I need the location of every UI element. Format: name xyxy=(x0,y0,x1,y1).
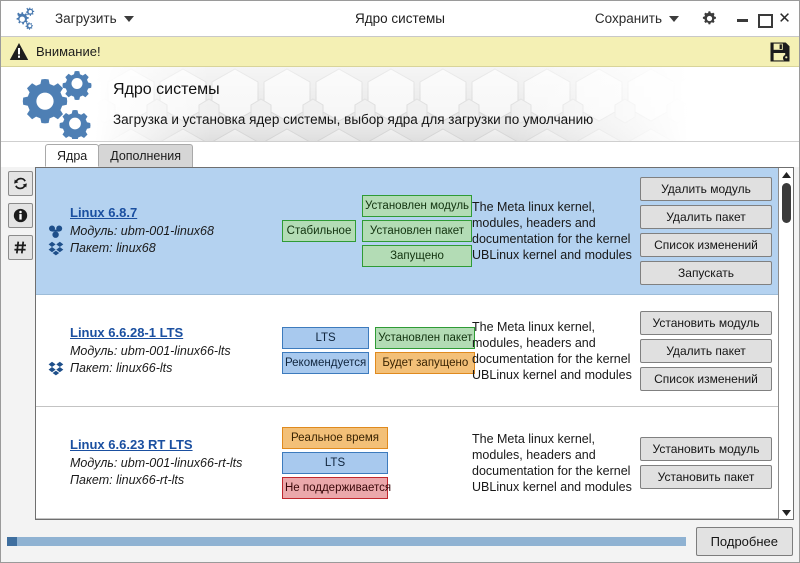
table-row[interactable]: Linux 6.6.23 RT LTS Модуль: ubm-001-linu… xyxy=(36,407,778,519)
status-badge: Установлен модуль xyxy=(362,195,472,217)
kernel-actions: Установить модуль Установить пакет xyxy=(640,416,772,509)
status-badges: LTS Рекомендуется Установлен пакет Будет… xyxy=(282,304,476,397)
kernel-module-line: Модуль: ubm-001-linux66-rt-lts xyxy=(70,455,282,472)
remove-package-button[interactable]: Удалить пакет xyxy=(640,205,772,229)
kernel-module-text: Модуль: ubm-001-linux66-rt-lts xyxy=(70,455,243,470)
kernel-description: The Meta linux kernel, modules, headers … xyxy=(472,431,632,494)
load-menu-label: Загрузить xyxy=(55,11,117,26)
info-icon[interactable] xyxy=(7,203,33,228)
kernel-package-text: Пакет: linux66-lts xyxy=(70,360,173,375)
kernel-name-link[interactable]: Linux 6.8.7 xyxy=(70,205,138,220)
minimize-icon[interactable] xyxy=(736,12,749,25)
side-toolbar xyxy=(5,167,35,520)
install-module-button[interactable]: Установить модуль xyxy=(640,436,772,461)
refresh-icon[interactable] xyxy=(7,171,33,196)
main-body: Linux 6.8.7 xyxy=(1,167,799,520)
status-badge: Стабильное xyxy=(282,220,356,242)
kernel-info: Linux 6.6.23 RT LTS Модуль: ubm-001-linu… xyxy=(44,416,282,509)
progress-bar xyxy=(7,536,686,546)
footer-bar: Подробнее xyxy=(1,520,799,562)
scroll-down-arrow-icon[interactable] xyxy=(779,506,793,519)
status-badge: LTS xyxy=(282,327,370,349)
floppy-save-icon[interactable] xyxy=(769,41,791,63)
status-badge: Рекомендуется xyxy=(282,352,370,374)
status-badge: Будет запущено xyxy=(375,352,476,374)
kernel-actions: Удалить модуль Удалить пакет Список изме… xyxy=(640,177,772,285)
save-menu-label: Сохранить xyxy=(594,11,662,26)
status-badge: Реальное время xyxy=(282,426,388,449)
banner-fade-right xyxy=(509,67,799,141)
chevron-down-icon xyxy=(123,15,134,22)
close-icon[interactable]: ✕ xyxy=(778,9,791,27)
gears-icon xyxy=(15,69,103,141)
kernel-package-text: Пакет: linux66-rt-lts xyxy=(70,472,185,487)
gear-icon[interactable] xyxy=(701,10,718,27)
maximize-icon[interactable] xyxy=(757,12,773,28)
status-badges: Стабильное Установлен модуль Установлен … xyxy=(282,177,472,285)
changelog-button[interactable]: Список изменений xyxy=(640,366,772,391)
details-button[interactable]: Подробнее xyxy=(695,526,793,556)
status-badge: Не поддерживается xyxy=(282,476,391,499)
kernel-module-line: Модуль: ubm-001-linux66-lts xyxy=(70,343,282,360)
gears-icon xyxy=(9,7,35,31)
scroll-thumb[interactable] xyxy=(782,183,791,223)
kernel-actions: Установить модуль Удалить пакет Список и… xyxy=(640,304,772,397)
kernel-info: Linux 6.6.28-1 LTS Модуль: ubm-001-linux… xyxy=(44,304,282,397)
remove-package-button[interactable]: Удалить пакет xyxy=(640,338,772,363)
scroll-up-arrow-icon[interactable] xyxy=(779,168,793,181)
header-banner: Ядро системы Загрузка и установка ядер с… xyxy=(1,67,799,142)
banner-subtitle: Загрузка и установка ядер системы, выбор… xyxy=(113,112,594,127)
status-badge: LTS xyxy=(282,451,388,474)
kernel-module-line: Модуль: ubm-001-linux68 xyxy=(49,223,282,240)
progress-track xyxy=(7,536,686,546)
tab-extras[interactable]: Дополнения xyxy=(98,144,194,167)
banner-title: Ядро системы xyxy=(113,81,220,98)
kernel-name-link[interactable]: Linux 6.6.23 RT LTS xyxy=(70,436,193,452)
install-module-button[interactable]: Установить модуль xyxy=(640,310,772,335)
save-menu-button[interactable]: Сохранить xyxy=(589,8,685,29)
title-bar: Загрузить Ядро системы Сохранить ✕ xyxy=(1,1,799,37)
warning-triangle-icon xyxy=(9,42,29,61)
kernel-package-line: Пакет: linux66-lts xyxy=(48,360,282,377)
kernel-package-line: Пакет: linux66-rt-lts xyxy=(70,472,282,489)
install-package-button[interactable]: Установить пакет xyxy=(640,464,772,489)
kernel-module-text: Модуль: ubm-001-linux66-lts xyxy=(70,343,231,358)
kernel-package-line: Пакет: linux68 xyxy=(48,240,282,257)
module-icon xyxy=(48,224,64,239)
remove-module-button[interactable]: Удалить модуль xyxy=(640,177,772,201)
status-badge: Запущено xyxy=(362,245,472,267)
tab-kernels[interactable]: Ядра xyxy=(45,144,100,167)
kernel-name-link[interactable]: Linux 6.6.28-1 LTS xyxy=(70,324,184,340)
status-badges: Реальное время LTS Не поддерживается xyxy=(282,416,472,509)
kernel-description: The Meta linux kernel, modules, headers … xyxy=(472,200,632,262)
chevron-down-icon xyxy=(669,15,679,22)
load-menu-button[interactable]: Загрузить xyxy=(49,8,140,29)
hash-icon[interactable] xyxy=(7,235,33,260)
package-icon xyxy=(48,361,64,376)
kernel-list-scroll-content: Linux 6.8.7 xyxy=(36,168,778,519)
kernel-list: Linux 6.8.7 xyxy=(35,167,794,520)
changelog-button[interactable]: Список изменений xyxy=(640,233,772,257)
kernel-module-text: Модуль: ubm-001-linux68 xyxy=(70,224,214,238)
status-badge: Установлен пакет xyxy=(362,220,472,242)
progress-indicator xyxy=(7,536,17,546)
table-row[interactable]: Linux 6.6.28-1 LTS Модуль: ubm-001-linux… xyxy=(36,295,778,407)
tab-strip: Ядра Дополнения xyxy=(1,142,799,167)
kernel-package-text: Пакет: linux68 xyxy=(70,241,156,255)
warning-text: Внимание! xyxy=(36,44,101,59)
table-row[interactable]: Linux 6.8.7 xyxy=(36,168,778,295)
kernel-info: Linux 6.8.7 xyxy=(44,177,282,285)
kernel-description: The Meta linux kernel, modules, headers … xyxy=(472,319,632,382)
package-icon xyxy=(48,241,64,256)
warning-bar: Внимание! xyxy=(1,37,799,67)
run-button[interactable]: Запускать xyxy=(640,261,772,285)
vertical-scrollbar[interactable] xyxy=(778,168,793,519)
status-badge: Установлен пакет xyxy=(375,327,476,349)
